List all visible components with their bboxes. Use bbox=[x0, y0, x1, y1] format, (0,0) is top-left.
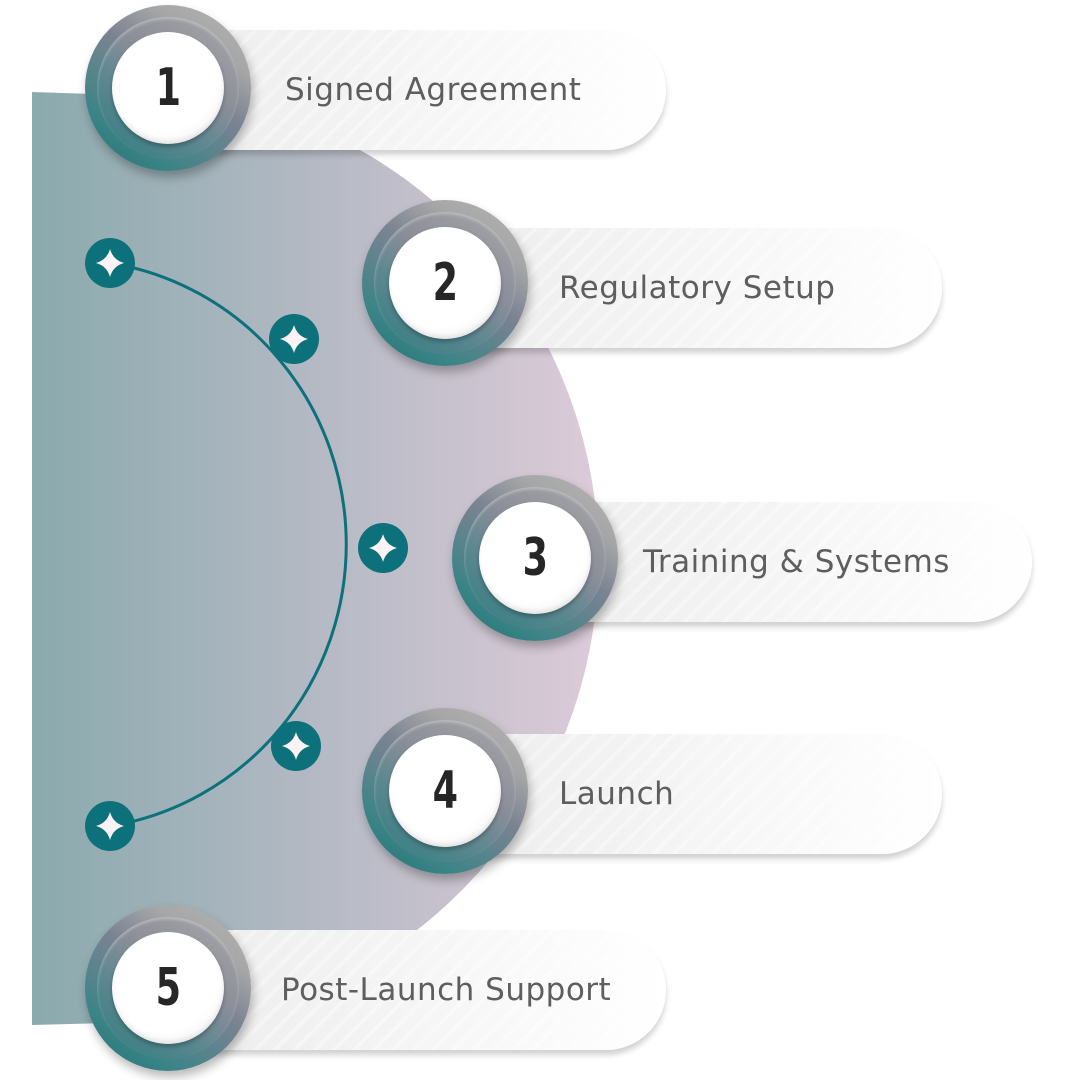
step-badge-5: 5 bbox=[85, 905, 251, 1071]
timeline-arc bbox=[109, 261, 348, 828]
step-label: Launch bbox=[559, 776, 675, 812]
step-badge-3: 3 bbox=[452, 475, 618, 641]
step-label: Training & Systems bbox=[643, 544, 950, 580]
arc-marker bbox=[85, 238, 135, 288]
step-card-2: Regulatory Setup bbox=[440, 228, 942, 348]
sparkle-icon bbox=[96, 249, 124, 277]
badge-disk: 3 bbox=[479, 502, 591, 614]
sparkle-icon bbox=[282, 732, 310, 760]
sparkle-icon bbox=[280, 325, 308, 353]
sparkle-icon bbox=[369, 534, 397, 562]
step-label: Signed Agreement bbox=[285, 72, 582, 108]
badge-disk: 2 bbox=[389, 227, 501, 339]
arc-marker bbox=[269, 314, 319, 364]
arc-marker bbox=[271, 721, 321, 771]
step-badge-1: 1 bbox=[85, 5, 251, 171]
step-number: 4 bbox=[432, 761, 458, 821]
step-number: 2 bbox=[432, 253, 458, 313]
arc-marker bbox=[85, 801, 135, 851]
step-badge-2: 2 bbox=[362, 200, 528, 366]
sparkle-icon bbox=[96, 812, 124, 840]
step-number: 5 bbox=[155, 958, 181, 1018]
badge-disk: 4 bbox=[389, 735, 501, 847]
badge-disk: 5 bbox=[112, 932, 224, 1044]
step-label: Regulatory Setup bbox=[559, 270, 836, 306]
step-label: Post-Launch Support bbox=[281, 972, 612, 1008]
badge-disk: 1 bbox=[112, 32, 224, 144]
step-number: 1 bbox=[155, 58, 181, 118]
arc-marker bbox=[358, 523, 408, 573]
step-number: 3 bbox=[522, 528, 548, 588]
step-badge-4: 4 bbox=[362, 708, 528, 874]
